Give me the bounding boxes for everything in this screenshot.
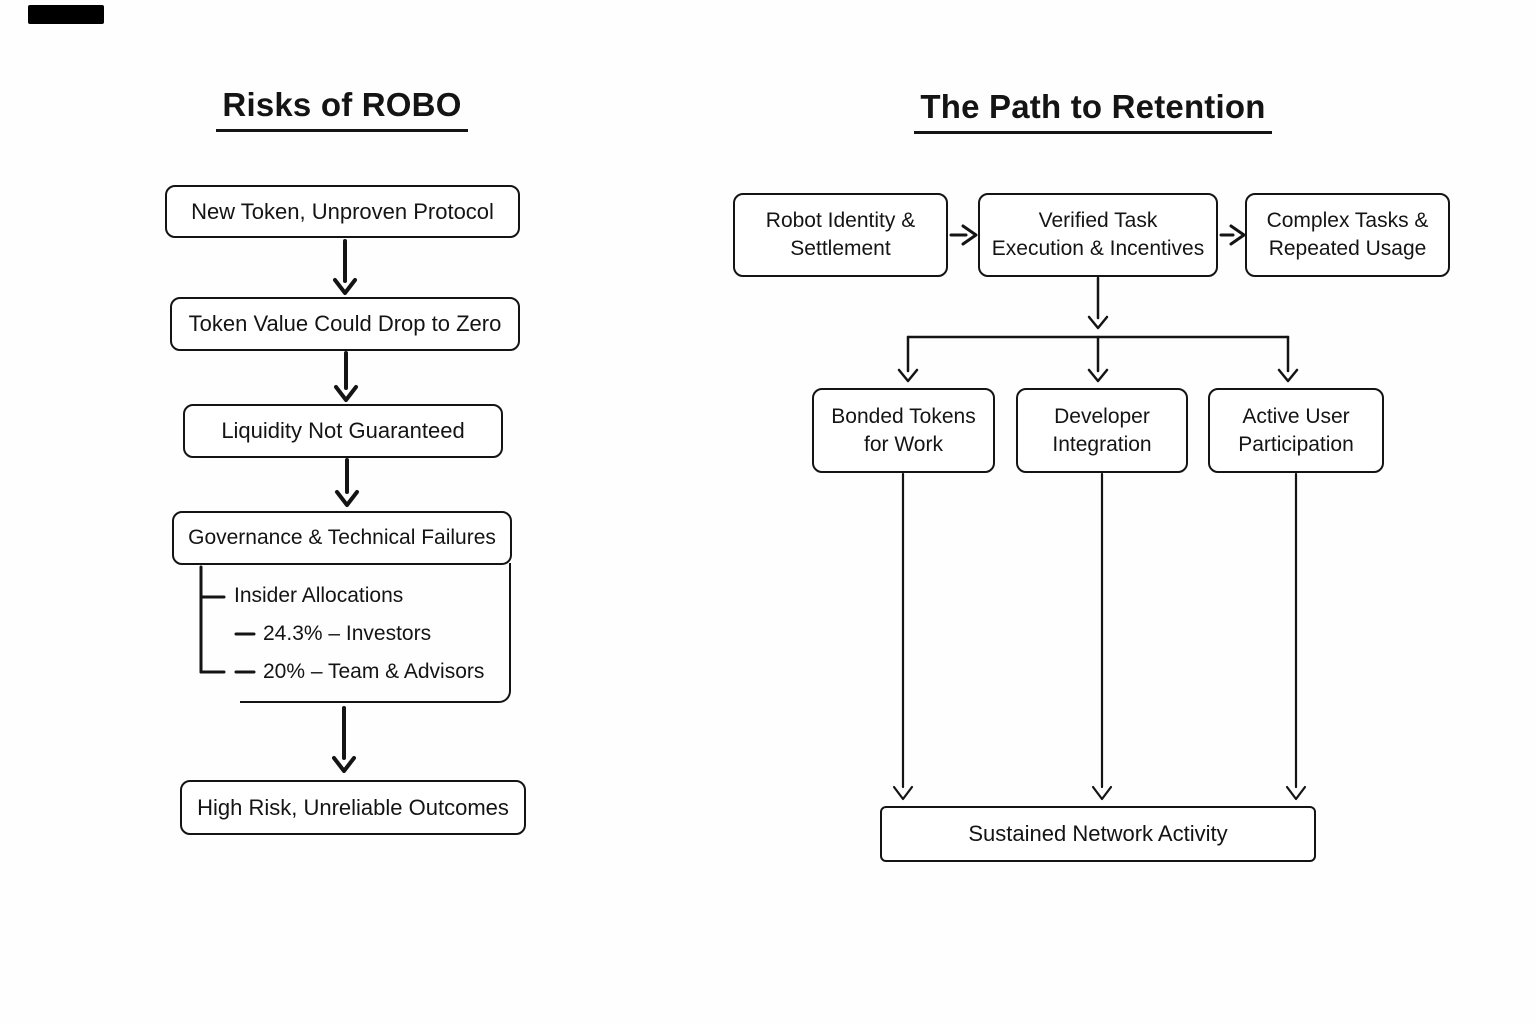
arrow-verified-task-down-stem (1087, 276, 1109, 330)
right-title-text: The Path to Retention (914, 88, 1272, 134)
governance-detail-bracket (199, 565, 256, 674)
arrow-token-value-to-liquidity (334, 351, 358, 402)
node-bonded-tokens: Bonded Tokens for Work (812, 388, 995, 473)
arrow-splitter-to-bonded-tokens (897, 335, 919, 383)
node-liquidity: Liquidity Not Guaranteed (183, 404, 503, 458)
right-title: The Path to Retention (913, 88, 1273, 134)
node-active-user: Active User Participation (1208, 388, 1384, 473)
detail-insider-allocations: Insider Allocations (234, 584, 404, 607)
node-governance: Governance & Technical Failures (172, 511, 512, 565)
arrow-splitter-to-developer-integration (1087, 335, 1109, 383)
arrow-bonded-tokens-to-sustained (892, 472, 914, 801)
arrow-governance-to-high-risk (332, 706, 356, 773)
node-robot-identity: Robot Identity & Settlement (733, 193, 948, 277)
node-high-risk: High Risk, Unreliable Outcomes (180, 780, 526, 835)
node-complex-tasks: Complex Tasks & Repeated Usage (1245, 193, 1450, 277)
arrow-active-user-to-sustained (1285, 472, 1307, 801)
node-verified-task: Verified Task Execution & Incentives (978, 193, 1218, 277)
arrow-developer-integration-to-sustained (1091, 472, 1113, 801)
node-new-token: New Token, Unproven Protocol (165, 185, 520, 238)
node-sustained-activity: Sustained Network Activity (880, 806, 1316, 862)
governance-detail-panel (240, 563, 511, 703)
left-title: Risks of ROBO (162, 86, 522, 132)
arrow-robot-identity-to-verified-task (949, 224, 978, 246)
detail-investors: 24.3% – Investors (263, 622, 432, 645)
arrow-verified-task-to-complex-tasks (1219, 224, 1246, 246)
corner-mark (28, 5, 104, 24)
arrow-liquidity-to-governance (335, 458, 359, 507)
detail-team-advisors: 20% – Team & Advisors (263, 660, 485, 683)
left-title-text: Risks of ROBO (216, 86, 468, 132)
node-developer-integration: Developer Integration (1016, 388, 1188, 473)
arrow-new-token-to-token-value (333, 239, 357, 295)
arrow-splitter-to-active-user (1277, 335, 1299, 383)
node-token-value: Token Value Could Drop to Zero (170, 297, 520, 351)
